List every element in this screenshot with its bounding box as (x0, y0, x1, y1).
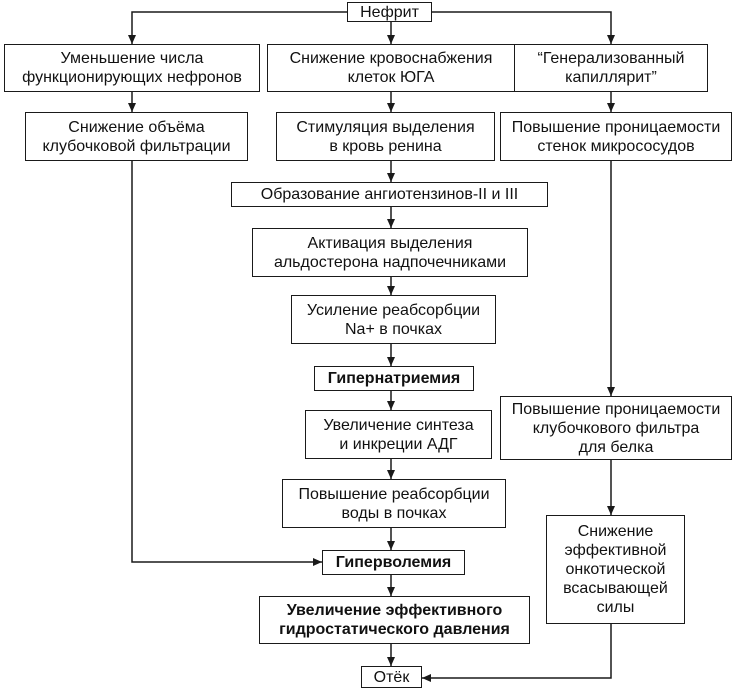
node-na-reabsorption: Усиление реабсорбции Na+ в почках (291, 295, 496, 344)
node-hypernatremia: Гипернатриемия (314, 366, 474, 391)
node-reduced-blood-supply: Снижение кровоснабжения клеток ЮГА (267, 44, 515, 92)
node-fewer-nephrons: Уменьшение числа функционирующих нефроно… (4, 44, 260, 92)
arrow-nephritis-to-fewer-nephrons (128, 11, 347, 44)
node-glomerular-filter-permeability: Повышение проницаемости клубочкового фил… (500, 396, 732, 460)
arrow-nephritis-to-capillaritis (432, 11, 615, 44)
node-adh: Увеличение синтеза и инкреции АДГ (305, 410, 492, 459)
node-edema: Отёк (361, 666, 422, 688)
node-renin-release: Стимуляция выделения в кровь ренина (276, 112, 495, 161)
node-microvessel-permeability: Повышение проницаемости стенок микрососу… (500, 112, 732, 161)
node-nephritis: Нефрит (347, 2, 432, 22)
node-aldosterone: Активация выделения альдостерона надпоче… (252, 228, 528, 277)
node-reduced-filtration: Снижение объёма клубочковой фильтрации (25, 112, 248, 161)
node-generalized-capillaritis: “Генерализованный капиллярит” (514, 44, 708, 92)
arrow-oncotic-to-edema (422, 624, 612, 682)
node-angiotensin: Образование ангиотензинов-II и III (231, 182, 548, 207)
arrow-filtration-to-hypervolemia (131, 161, 322, 566)
node-oncotic-force: Снижение эффективной онкотической всасыв… (546, 515, 685, 624)
node-water-reabsorption: Повышение реабсорбции воды в почках (282, 479, 506, 528)
node-hypervolemia: Гиперволемия (322, 550, 465, 575)
node-hydrostatic-pressure: Увеличение эффективного гидростатическог… (259, 596, 530, 644)
